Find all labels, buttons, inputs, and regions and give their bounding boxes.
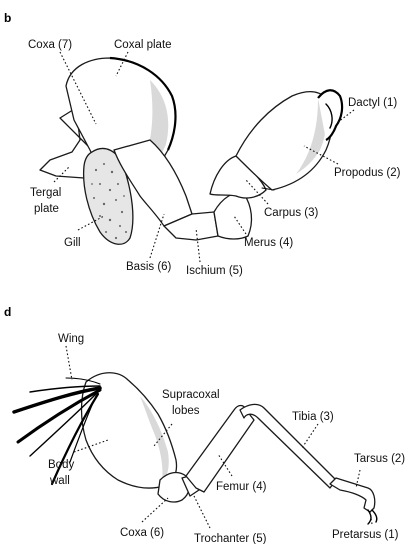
tibia-label: Tibia (3) (292, 411, 334, 423)
basis-leader (150, 214, 164, 258)
supracoxal-label-line2: lobes (172, 405, 200, 417)
basis-label: Basis (6) (126, 261, 172, 273)
panel-b: b (4, 11, 401, 277)
panel-b-label: b (4, 11, 11, 25)
body-wall-label-line2: wall (49, 475, 70, 487)
pretarsus-label: Pretarsus (1) (332, 529, 399, 541)
supracoxal-label-line1: Supracoxal (162, 389, 220, 401)
pretarsus-shape (368, 510, 377, 524)
coxal-plate-label: Coxal plate (114, 39, 172, 51)
coxa-d-label: Coxa (6) (120, 527, 164, 539)
panel-d: d (4, 305, 405, 544)
body-wall-label-line1: Body (48, 459, 74, 471)
tarsus-label: Tarsus (2) (354, 453, 405, 465)
wing-label: Wing (58, 333, 84, 345)
tergal-plate-label-line2: plate (34, 203, 59, 215)
tibia-leader (302, 424, 318, 448)
trochanter-label: Trochanter (5) (194, 533, 267, 544)
tarsus-shape (330, 478, 375, 512)
wing-leader (66, 346, 72, 380)
trochanter-leader (194, 496, 210, 528)
tergal-plate-label-line1: Tergal (30, 187, 61, 199)
gill-label: Gill (64, 237, 81, 249)
ischium-label: Ischium (5) (186, 265, 243, 277)
merus-label: Merus (4) (244, 237, 293, 249)
coxa-b-label: Coxa (7) (28, 39, 72, 51)
panel-d-label: d (4, 305, 11, 319)
merus-shape (214, 193, 251, 239)
dactyl-label: Dactyl (1) (348, 97, 397, 109)
carpus-label: Carpus (3) (264, 207, 318, 219)
coxa-d-leader (142, 498, 168, 522)
femur-label: Femur (4) (216, 481, 267, 493)
propodus-label: Propodus (2) (334, 167, 401, 179)
